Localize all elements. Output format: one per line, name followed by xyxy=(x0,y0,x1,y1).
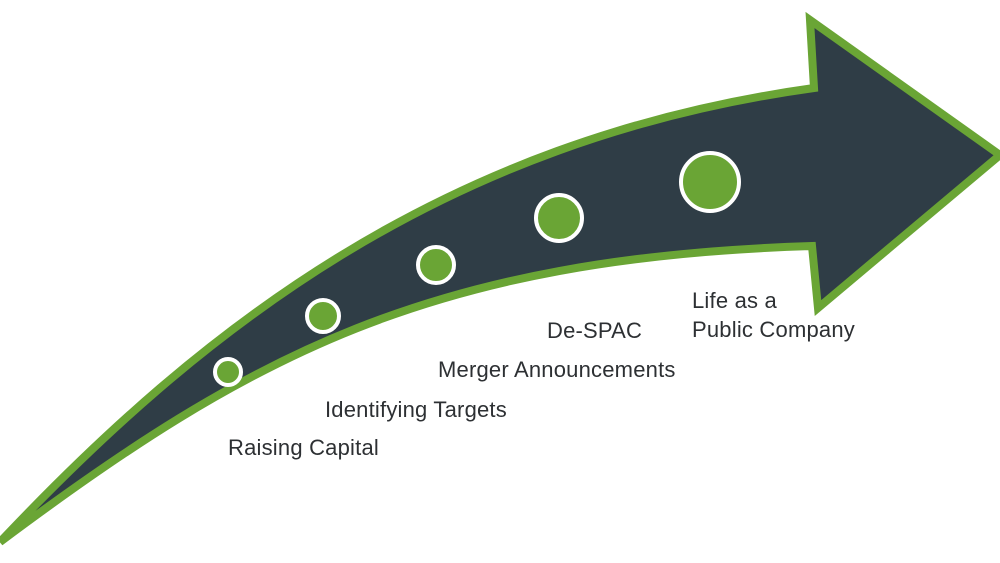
growth-arrow xyxy=(0,11,1000,546)
stage-label-line: Merger Announcements xyxy=(438,357,676,382)
stage-label-line: De-SPAC xyxy=(547,318,643,343)
stage-label-line: Raising Capital xyxy=(228,435,379,460)
stage-marker-de-spac xyxy=(534,193,584,243)
stage-label-raising-capital: Raising Capital xyxy=(228,433,379,462)
stage-label-de-spac: De-SPAC xyxy=(547,316,642,345)
stage-label-line: Public Company xyxy=(692,317,855,342)
stage-marker-public-company xyxy=(679,151,741,213)
stage-marker-identifying-targets xyxy=(305,298,341,334)
stage-label-identifying-targets: Identifying Targets xyxy=(325,395,507,424)
stage-label-line: Identifying Targets xyxy=(325,397,507,422)
stage-label-public-company: Life as a Public Company xyxy=(692,286,855,344)
stage-marker-merger-announcements xyxy=(416,245,456,285)
stage-label-line: Life as a xyxy=(692,288,777,313)
stage-marker-raising-capital xyxy=(213,357,243,387)
stage-label-merger-announcements: Merger Announcements xyxy=(438,355,676,384)
